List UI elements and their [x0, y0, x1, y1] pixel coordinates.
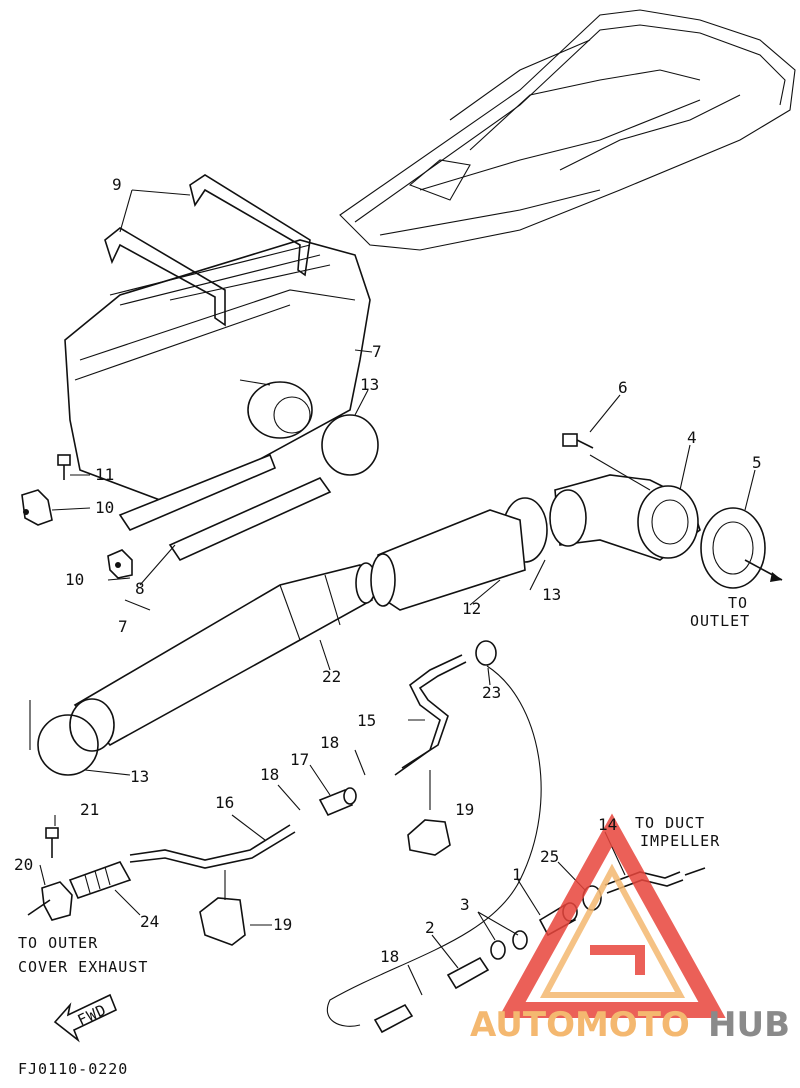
- watermark-auto: AUTOMOTO: [470, 1005, 690, 1045]
- outlet-elbow: [549, 474, 701, 561]
- annotations: TO OUTLET TO DUCT IMPELLER TO OUTER COVE…: [18, 594, 750, 1078]
- part-labels: 9 7 13 11 10 8 10 7 6 4 5 13 12 22 23 15…: [14, 175, 762, 966]
- label-18-mid: 18: [320, 733, 339, 752]
- cap-23: [326, 640, 542, 1027]
- label-19-upper: 19: [455, 800, 474, 819]
- label-15: 15: [357, 711, 376, 730]
- small-tube-18: [373, 1003, 414, 1034]
- fitting-24: [68, 861, 132, 899]
- label-11: 11: [95, 465, 114, 484]
- fitting-17: [318, 787, 357, 817]
- tube-16: [129, 824, 296, 869]
- mounting-pads: [118, 453, 332, 562]
- hose-14: [604, 867, 706, 894]
- fitting-2: [446, 956, 490, 990]
- to-outlet-line2: OUTLET: [690, 612, 750, 630]
- bolt-6: [562, 433, 651, 491]
- watercraft-outline: [339, 9, 796, 251]
- to-outer-line2: COVER EXHAUST: [18, 958, 148, 976]
- to-duct-line2: IMPELLER: [640, 832, 720, 850]
- label-19-lower: 19: [273, 915, 292, 934]
- label-18-lower: 18: [380, 947, 399, 966]
- tube-15: [394, 654, 467, 776]
- label-8: 8: [135, 579, 145, 598]
- to-duct-line1: TO DUCT: [635, 814, 705, 832]
- label-13-right: 13: [542, 585, 561, 604]
- bracket-parts: [21, 489, 133, 579]
- label-13-lower: 13: [130, 767, 149, 786]
- watermark-logo-mark: [498, 813, 726, 1018]
- to-outer-line1: TO OUTER: [18, 934, 98, 952]
- to-outlet-line1: TO: [728, 594, 748, 612]
- leader-lines: [29, 189, 756, 996]
- label-10-lower: 10: [65, 570, 84, 589]
- gasket-5: [700, 507, 783, 589]
- label-22: 22: [322, 667, 341, 686]
- label-4: 4: [687, 428, 697, 447]
- label-21: 21: [80, 800, 99, 819]
- label-5: 5: [752, 453, 762, 472]
- label-20: 20: [14, 855, 33, 874]
- label-2: 2: [425, 918, 435, 937]
- label-7-top: 7: [372, 342, 382, 361]
- label-7-lower: 7: [118, 617, 128, 636]
- washers-3: [490, 930, 528, 960]
- holder-19b: [199, 897, 246, 946]
- exhaust-tube-22: [69, 562, 377, 752]
- label-23: 23: [482, 683, 501, 702]
- label-14: 14: [598, 815, 617, 834]
- air-box: [64, 174, 371, 501]
- label-3: 3: [460, 895, 470, 914]
- bolt-11: [57, 454, 71, 480]
- bracket-20: [27, 881, 73, 921]
- figure-code: FJ0110-0220: [18, 1060, 128, 1078]
- fwd-arrow: [53, 993, 118, 1043]
- label-10-upper: 10: [95, 498, 114, 517]
- holder-19a: [407, 819, 451, 856]
- label-9: 9: [112, 175, 122, 194]
- label-25: 25: [540, 847, 559, 866]
- watermark-text: AUTOMOTO HUB: [470, 1005, 790, 1045]
- label-13-top: 13: [360, 375, 379, 394]
- label-6: 6: [618, 378, 628, 397]
- label-1: 1: [512, 865, 522, 884]
- watermark-hub: HUB: [708, 1005, 790, 1045]
- bolt-21: [45, 827, 59, 858]
- label-12: 12: [462, 599, 481, 618]
- label-17: 17: [290, 750, 309, 769]
- label-16: 16: [215, 793, 234, 812]
- label-24: 24: [140, 912, 159, 931]
- hose-12: [370, 509, 526, 611]
- label-18-left: 18: [260, 765, 279, 784]
